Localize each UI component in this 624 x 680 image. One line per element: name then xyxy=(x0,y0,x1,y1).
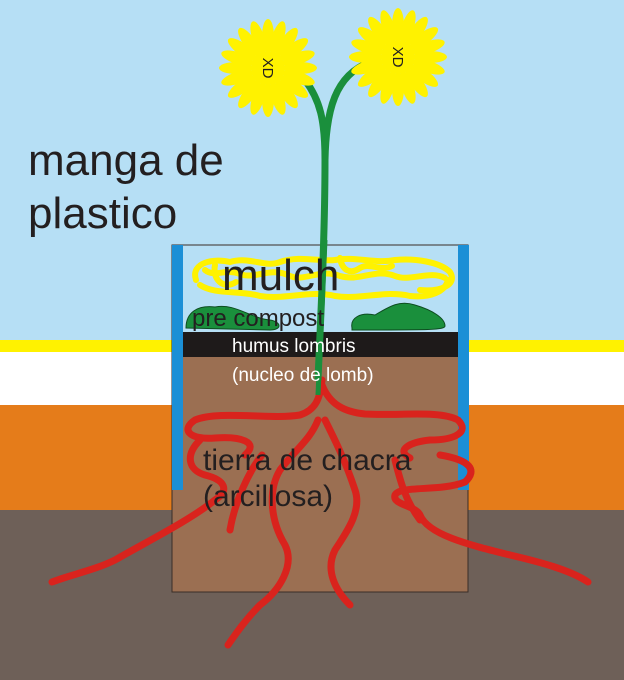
petal xyxy=(400,10,416,43)
roots xyxy=(48,376,592,649)
petal xyxy=(405,16,428,46)
petal xyxy=(227,38,257,61)
petal xyxy=(282,50,315,66)
compost-mound-right xyxy=(351,302,446,331)
petal xyxy=(351,59,384,75)
petal xyxy=(279,38,309,61)
flower-face-text: XD xyxy=(259,58,276,79)
flower-face-text: XD xyxy=(389,47,406,68)
petal xyxy=(412,39,445,55)
petal xyxy=(275,27,298,57)
stem-in-pot xyxy=(315,239,328,396)
humus-label: humus lombris xyxy=(232,336,356,357)
humus-core-label: (nucleo de lomb) xyxy=(232,365,374,386)
petal xyxy=(238,79,261,109)
flower-right[interactable]: XD xyxy=(349,8,447,106)
petal xyxy=(250,82,266,115)
sleeve-label-line1: manga de xyxy=(28,136,224,185)
petal xyxy=(400,71,416,104)
petal xyxy=(275,79,298,109)
petal xyxy=(221,50,254,66)
petal xyxy=(282,70,315,86)
petal xyxy=(250,21,266,54)
petal xyxy=(368,68,391,98)
mulch-scribbles xyxy=(192,255,455,300)
petal xyxy=(405,68,428,98)
petal xyxy=(227,75,257,98)
flower-left[interactable]: XD xyxy=(219,19,317,117)
petal xyxy=(409,27,439,50)
petal xyxy=(380,71,396,104)
flower-center xyxy=(251,51,285,85)
petal xyxy=(279,75,309,98)
petal xyxy=(238,27,261,57)
pre-compost-label: pre compost xyxy=(192,305,324,332)
petal xyxy=(357,27,387,50)
plastic-wall-right[interactable] xyxy=(458,245,469,490)
soil-label-line1: tierra de chacra xyxy=(203,444,412,477)
flower-center xyxy=(381,40,415,74)
petal xyxy=(412,59,445,75)
compost-mound-left xyxy=(185,305,280,331)
petal xyxy=(409,64,439,87)
sleeve-label-line2: plastico xyxy=(28,189,177,238)
petal xyxy=(351,39,384,55)
soil-label-line2: (arcillosa) xyxy=(203,480,333,513)
petal xyxy=(368,16,391,46)
petal xyxy=(380,10,396,43)
mulch-label: mulch xyxy=(222,251,339,300)
petal xyxy=(270,82,286,115)
petal xyxy=(270,21,286,54)
plastic-wall-left[interactable] xyxy=(172,245,183,490)
petal xyxy=(357,64,387,87)
petal xyxy=(221,70,254,86)
